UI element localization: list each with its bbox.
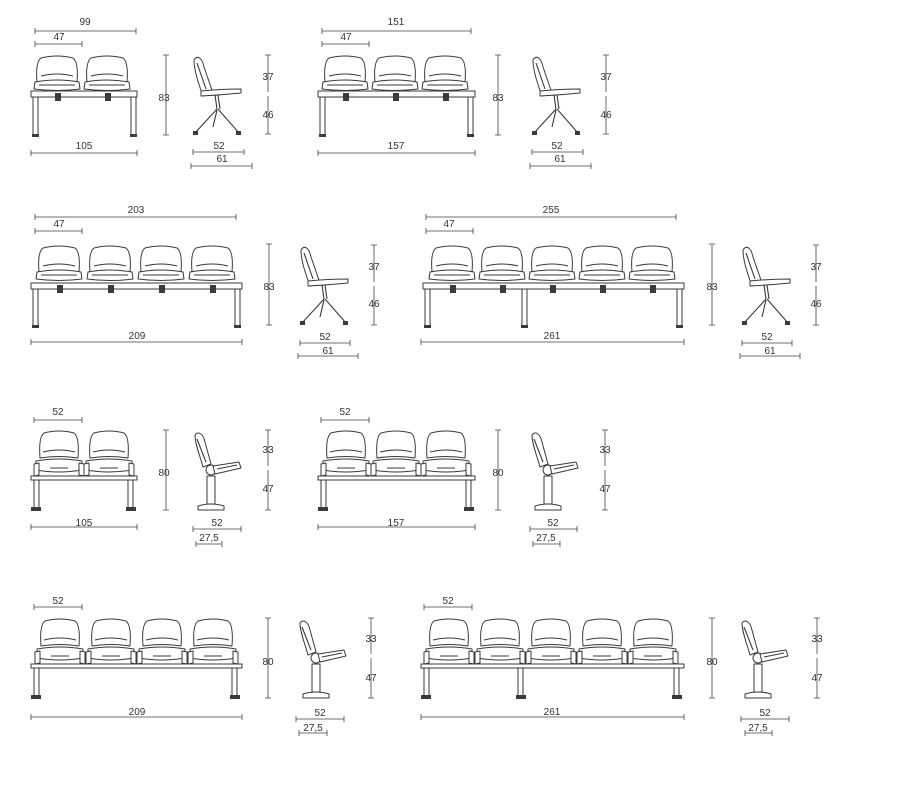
side-view-fixed-2 (531, 56, 581, 136)
side-view-folding-3 (299, 620, 347, 699)
dims-beam-2-fixed: 99 47 105 83 (30, 17, 170, 156)
beam-3-seater-fixed (317, 55, 476, 137)
seat-width: 52 (442, 596, 454, 607)
seat-height: 47 (599, 484, 611, 495)
beam-4-seater-fixed (30, 245, 243, 328)
dims-beam-3-folding: 52 157 80 (317, 407, 504, 530)
dims-side-folding-1: 33 47 52 27,5 (192, 429, 274, 547)
seat-height: 46 (600, 110, 612, 121)
seat-width: 47 (53, 32, 65, 43)
seat-width: 47 (443, 219, 455, 230)
dims-beam-5-folding: 52 261 80 (420, 596, 718, 720)
overall-width: 157 (388, 141, 405, 152)
seat-height: 46 (810, 299, 822, 310)
overall-width: 261 (544, 707, 561, 718)
beam-2-seater-folding (30, 430, 138, 511)
overall-height: 83 (706, 282, 718, 293)
seat-depth: 52 (547, 518, 559, 529)
seat-height: 47 (365, 673, 377, 684)
overall-width: 261 (544, 331, 561, 342)
dims-side-fixed-3: 37 46 52 61 (297, 244, 380, 359)
overall-width: 157 (388, 518, 405, 529)
back-height: 33 (811, 634, 823, 645)
back-height: 37 (600, 72, 612, 83)
overall-depth: 27,5 (303, 723, 323, 734)
beam-2-seater-fixed (30, 55, 138, 137)
back-height: 37 (262, 72, 274, 83)
seat-depth: 52 (319, 332, 331, 343)
overall-width: 209 (129, 331, 146, 342)
seat-height: 47 (811, 673, 823, 684)
dims-side-fixed-1: 37 46 52 61 (190, 54, 274, 169)
top-width: 99 (79, 17, 91, 28)
dims-beam-4-folding: 52 209 80 (30, 596, 274, 720)
back-height: 37 (368, 262, 380, 273)
overall-depth: 61 (554, 154, 566, 165)
dims-beam-5-fixed: 255 47 261 83 (420, 205, 718, 345)
dims-beam-3-fixed: 151 47 157 83 (317, 17, 504, 156)
side-view-fixed-3 (299, 246, 349, 326)
top-width: 255 (543, 205, 560, 216)
dims-beam-4-fixed: 203 47 209 83 (30, 205, 275, 345)
seat-depth: 52 (211, 518, 223, 529)
dims-side-folding-2: 33 47 52 27,5 (529, 429, 611, 547)
dims-beam-2-folding: 52 105 80 (30, 407, 170, 530)
top-width: 151 (388, 17, 405, 28)
seat-depth: 52 (314, 708, 326, 719)
seat-height: 47 (262, 484, 274, 495)
overall-height: 80 (262, 657, 274, 668)
beam-3-seater-folding (317, 430, 476, 511)
overall-depth: 61 (322, 346, 334, 357)
overall-depth: 61 (764, 346, 776, 357)
overall-height: 83 (263, 282, 275, 293)
seat-depth: 52 (213, 141, 225, 152)
seat-width: 47 (53, 219, 65, 230)
seat-width: 52 (339, 407, 351, 418)
seat-depth: 52 (761, 332, 773, 343)
overall-depth: 27,5 (536, 533, 556, 544)
top-width: 203 (128, 205, 145, 216)
side-view-fixed-4 (741, 246, 791, 326)
back-height: 33 (599, 445, 611, 456)
dims-side-folding-4: 33 47 52 27,5 (740, 617, 823, 736)
side-view-folding-2 (531, 432, 579, 511)
dims-side-fixed-4: 37 46 52 61 (739, 244, 822, 359)
beam-5-seater-fixed (422, 245, 685, 328)
overall-depth: 27,5 (199, 533, 219, 544)
seat-depth: 52 (759, 708, 771, 719)
seat-width: 47 (340, 32, 352, 43)
overall-width: 105 (76, 141, 93, 152)
overall-height: 80 (492, 468, 504, 479)
overall-height: 80 (158, 468, 170, 479)
seat-height: 46 (262, 110, 274, 121)
side-view-fixed-1 (192, 56, 242, 136)
back-height: 33 (365, 634, 377, 645)
overall-height: 83 (492, 93, 504, 104)
seat-width: 52 (52, 596, 64, 607)
seat-height: 46 (368, 299, 380, 310)
back-height: 33 (262, 445, 274, 456)
overall-width: 105 (76, 518, 93, 529)
dims-side-folding-3: 33 47 52 27,5 (295, 617, 377, 736)
seat-depth: 52 (551, 141, 563, 152)
overall-width: 209 (129, 707, 146, 718)
overall-depth: 61 (216, 154, 228, 165)
side-view-folding-1 (194, 432, 242, 511)
seat-width: 52 (52, 407, 64, 418)
overall-height: 83 (158, 93, 170, 104)
back-height: 37 (810, 262, 822, 273)
side-view-folding-4 (741, 620, 789, 699)
dims-side-fixed-2: 37 46 52 61 (529, 54, 612, 169)
overall-depth: 27,5 (748, 723, 768, 734)
overall-height: 80 (706, 657, 718, 668)
beam-4-seater-folding (30, 618, 243, 699)
beam-5-seater-folding (420, 618, 685, 699)
